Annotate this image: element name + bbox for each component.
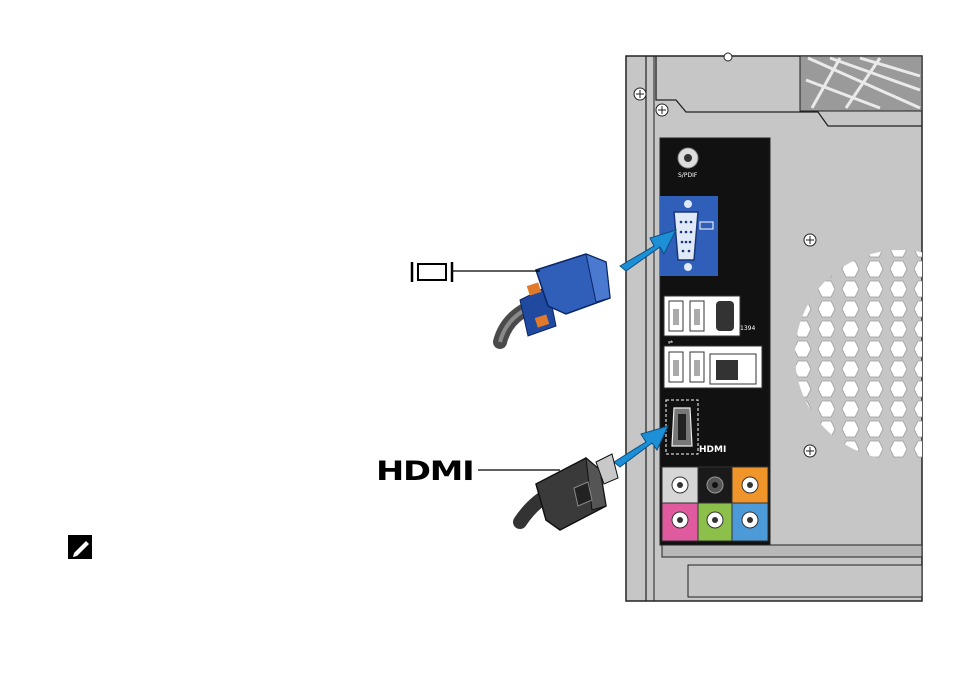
fan-grill <box>800 56 922 111</box>
note-pencil-icon <box>68 535 92 559</box>
spdif-port: S/PDIF <box>678 148 698 179</box>
hdmi-callout-label: HDMI <box>376 456 473 487</box>
usb-icon: ⇌ <box>668 339 673 346</box>
vga-monitor-icon <box>412 262 452 282</box>
spdif-label: S/PDIF <box>678 172 698 179</box>
io-panel: S/PDIF 1394 ⇌ ⊶ <box>660 138 770 545</box>
vga-callout <box>412 262 540 282</box>
hdmi-cable <box>520 454 618 530</box>
vga-cable <box>500 254 610 342</box>
hdmi-port-label: HDMI <box>699 445 726 455</box>
ieee1394-port[interactable] <box>716 301 734 331</box>
usb-lan-block <box>664 346 762 388</box>
audio-ports <box>662 467 768 541</box>
ieee1394-label: 1394 <box>740 325 755 332</box>
